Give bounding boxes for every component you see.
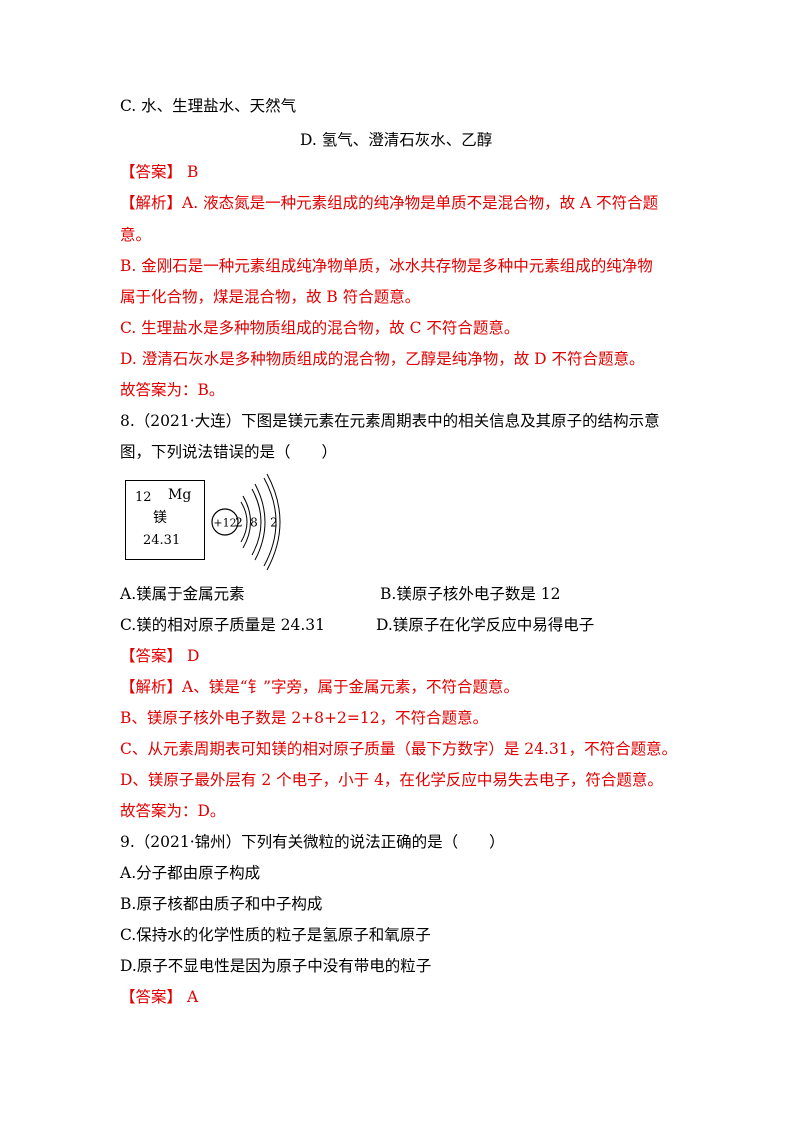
q8-conclusion: 故答案为：D。 (120, 802, 226, 820)
shell-1-arc (240, 501, 248, 543)
atomic-number: 12 (135, 490, 152, 505)
element-name: 镁 (153, 510, 167, 526)
q9-option-d: D.原子不显电性是因为原子中没有带电的粒子 (120, 957, 432, 975)
answer-value: D (186, 647, 200, 665)
analysis-label: 【解析】 (120, 194, 183, 212)
element-symbol: Mg (168, 487, 192, 503)
nucleus-circle (211, 508, 239, 536)
periodic-table-cell: 12 Mg 镁 24.31 (125, 480, 205, 560)
q7-conclusion: 故答案为：B。 (120, 381, 225, 399)
q9-option-b: B.原子核都由质子和中子构成 (120, 895, 323, 913)
q8-analysis-b: B、镁原子核外电子数是 2+8+2=12，不符合题意。 (120, 709, 489, 727)
q7-analysis-b-cont: 属于化合物，煤是混合物，故 B 符合题意。 (120, 288, 421, 306)
answer-value: A (186, 988, 199, 1006)
shell-2-arc (251, 488, 262, 556)
q8-option-b: B.镁原子核外电子数是 12 (380, 585, 561, 603)
q7-option-c: C. 水、生理盐水、天然气 (120, 97, 297, 115)
q8-analysis-c: C、从元素周期表可知镁的相对原子质量（最下方数字）是 24.31，不符合题意。 (120, 740, 678, 758)
shell-2-arc-outer (254, 483, 266, 561)
shell-3-arc (263, 477, 277, 567)
q7-analysis-b: B. 金刚石是一种元素组成纯净物单质，冰水共存物是多种中元素组成的纯净物 (120, 257, 653, 275)
analysis-text: A. 液态氮是一种元素组成的纯净物是单质不是混合物，故 A 不符合题 (182, 194, 659, 212)
shell-2-electrons: 8 (250, 516, 258, 530)
answer-label: 【答案】 (120, 163, 183, 181)
q9-stem: 9.（2021·锦州）下列有关微粒的说法正确的是（ ） (120, 833, 505, 851)
shell-1-electrons: 2 (235, 516, 243, 530)
q7-answer: 【答案】 B (120, 162, 198, 182)
shell-3-arc-outer (266, 473, 281, 571)
q8-option-d: D.镁原子在化学反应中易得电子 (376, 616, 595, 634)
q8-option-a: A.镁属于金属元素 (120, 585, 245, 603)
q7-analysis-d: D. 澄清石灰水是多种物质组成的混合物，乙醇是纯净物，故 D 不符合题意。 (120, 350, 645, 368)
answer-label: 【答案】 (120, 647, 183, 665)
q8-analysis-a: 【解析】A、镁是“钅”字旁，属于金属元素，不符合题意。 (120, 677, 519, 697)
q7-analysis-c: C. 生理盐水是多种物质组成的混合物，故 C 不符合题意。 (120, 319, 520, 337)
analysis-text: A、镁是“钅”字旁，属于金属元素，不符合题意。 (182, 678, 520, 696)
q8-analysis-d: D、镁原子最外层有 2 个电子，小于 4，在化学反应中易失去电子，符合题意。 (120, 771, 663, 789)
q7-analysis-a: 【解析】A. 液态氮是一种元素组成的纯净物是单质不是混合物，故 A 不符合题 (120, 193, 658, 213)
shell-3-electrons: 2 (270, 516, 278, 530)
q8-option-c: C.镁的相对原子质量是 24.31 (120, 616, 326, 634)
q7-option-d: D. 氢气、澄清石灰水、乙醇 (300, 131, 493, 149)
q9-answer: 【答案】 A (120, 987, 198, 1007)
q7-analysis-a-cont: 意。 (120, 226, 152, 244)
atomic-structure-diagram: +12 2 8 2 (211, 473, 281, 571)
shell-1-arc-outer (242, 495, 251, 549)
q9-option-c: C.保持水的化学性质的粒子是氢原子和氧原子 (120, 926, 431, 944)
analysis-label: 【解析】 (120, 678, 183, 696)
q9-option-a: A.分子都由原子构成 (120, 864, 261, 882)
q8-stem: 8.（2021·大连）下图是镁元素在元素周期表中的相关信息及其原子的结构示意 (120, 412, 660, 430)
answer-value: B (186, 163, 199, 181)
atomic-mass: 24.31 (143, 533, 181, 548)
q8-stem-cont: 图，下列说法错误的是（ ） (120, 443, 338, 461)
nucleus-charge: +12 (213, 517, 236, 530)
answer-label: 【答案】 (120, 988, 183, 1006)
q8-answer: 【答案】 D (120, 646, 199, 666)
